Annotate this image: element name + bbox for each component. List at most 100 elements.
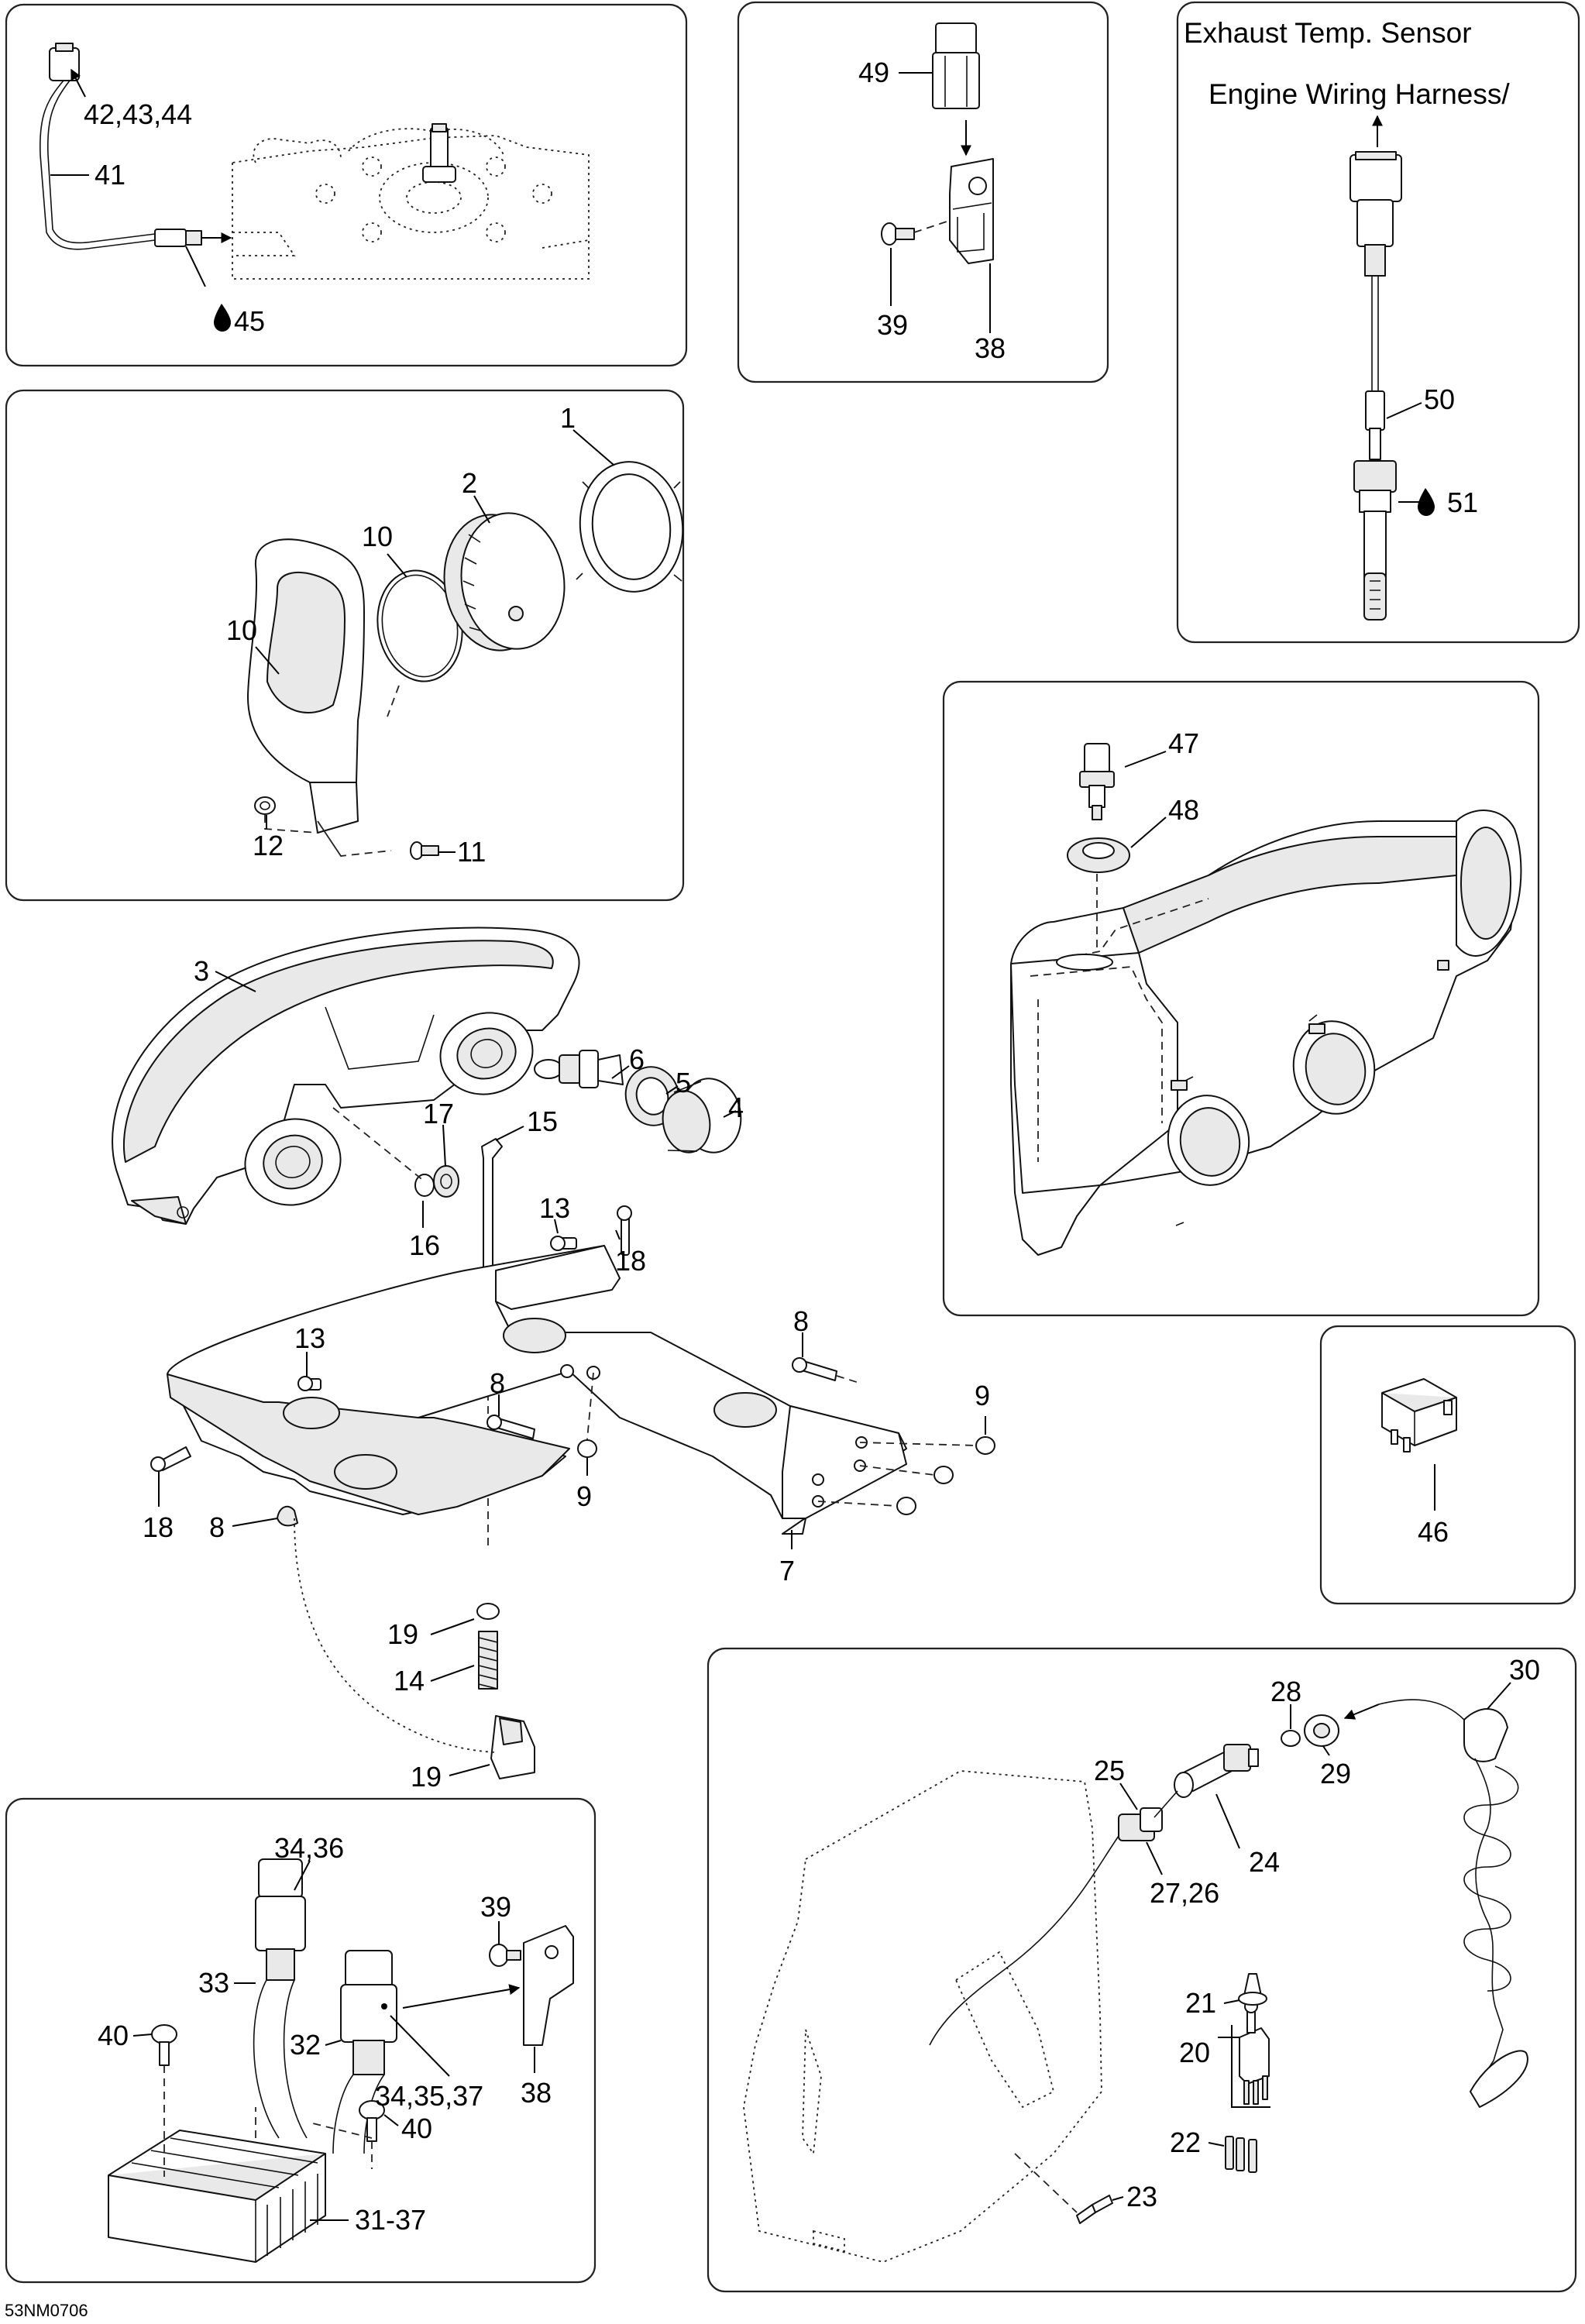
connector-49 [932,22,980,109]
callout-38-bottom: 38 [521,2077,552,2109]
callout-51: 51 [1447,486,1478,518]
temp-sensor-47 [1079,743,1115,820]
leader-20 [1218,2025,1270,2108]
callout-40-a: 40 [98,2020,129,2051]
adjuster-rod-15 [481,1138,503,1271]
panel-voltage-regulator [5,1797,597,2284]
callout-41: 41 [95,159,125,191]
panel-airbox [942,680,1540,1317]
sealant-drop-icon [214,304,231,332]
leader-10a [387,553,407,578]
panel-relay [1319,1325,1576,1605]
callout-18-a: 18 [615,1245,646,1277]
callout-8-b: 8 [490,1367,505,1399]
dess-connector-27 [1118,1807,1163,1841]
adjuster-knob-spring [476,1603,535,1779]
callout-39-bottom: 39 [480,1891,511,1923]
leader-34-36 [294,1860,311,1891]
callout-3: 3 [194,955,209,987]
bolts-13-8-18 [150,1205,837,1527]
callout-6: 6 [629,1043,645,1075]
callout-17: 17 [423,1098,454,1129]
callout-10-a: 10 [362,521,393,552]
dess-wire [929,1790,1178,2046]
leader-1 [572,429,614,466]
leader-14 [430,1665,475,1682]
leader-40b [383,2114,399,2126]
voltage-regulator-31 [108,2130,326,2263]
callout-22: 22 [1170,2126,1201,2158]
airbox-housing [1010,810,1522,1256]
callout-38-top: 38 [975,332,1006,364]
exhaust-temp-sensor-heading: Exhaust Temp. Sensor [1184,17,1472,49]
callout-9-a: 9 [975,1380,990,1411]
callout-25: 25 [1094,1755,1125,1786]
figure-code: 53NM0706 [5,2301,88,2320]
panel-exhaust-temp-sensor [1176,1,1580,644]
callout-47: 47 [1168,727,1199,759]
relay-46 [1381,1378,1457,1452]
leader-18a [615,1229,621,1240]
leader-30 [1487,1682,1511,1710]
callout-8-a: 8 [793,1305,809,1337]
callout-34-36: 34,36 [274,1832,344,1864]
dess-post-24 [1174,1744,1259,1798]
leader-48 [1130,816,1167,848]
exhaust-temp-sensor-41 [39,43,232,250]
leader-22 [1208,2142,1225,2147]
callout-11: 11 [457,836,486,868]
panel-exhaust-sensor-engine [5,3,688,367]
leader-21 [1223,1999,1240,2004]
leader-45 [185,246,206,287]
washer-28-nut-29 [1281,1714,1339,1747]
callout-30: 30 [1509,1654,1540,1686]
callout-48: 48 [1168,794,1199,826]
callout-8-c: 8 [209,1511,225,1543]
callout-21: 21 [1185,1987,1216,2019]
panel-headlight-bulb [5,389,685,902]
callout-12: 12 [253,830,284,861]
leader-50 [1386,402,1422,419]
leader-2 [473,495,490,524]
screw-23 [1076,2195,1113,2224]
guide-lines-regulator [163,2065,373,2177]
callout-15: 15 [527,1105,558,1137]
lamp-housing-2 [443,512,566,651]
leader-15 [495,1126,524,1141]
bracket-38-bottom [523,1925,574,2046]
panel-connector [737,1,1109,383]
screw-39-bottom [489,1944,521,1967]
nuts-9 [577,1436,995,1515]
engine-wiring-harness-heading: Engine Wiring Harness/ [1209,78,1510,110]
callout-49: 49 [858,57,889,88]
leader-24 [1215,1793,1240,1849]
bulb-6 [534,1050,624,1088]
connector-33 [253,1858,308,2139]
leader-10b [255,646,280,675]
callout-14: 14 [394,1665,425,1697]
dash-panel-outline [743,1770,1102,2263]
leader-6 [611,1065,630,1079]
rubber-cap-4 [662,1078,742,1153]
callout-28: 28 [1270,1676,1301,1707]
callout-7: 7 [779,1555,795,1587]
callout-24: 24 [1249,1846,1280,1878]
guide-lines-bezel [264,685,400,857]
leader-3 [215,971,256,992]
callout-4: 4 [728,1092,744,1123]
spark-plug-top [422,123,456,183]
leader-17 [442,1124,446,1167]
leader-4 [723,1110,737,1118]
callout-31-37: 31-37 [355,2204,426,2236]
leader-29 [1322,1745,1330,1756]
grommet-48 [1067,837,1130,873]
screw-11 [410,841,439,860]
arrow-32-to-38 [402,1984,521,2009]
retaining-ring-1 [576,461,684,593]
callout-50: 50 [1424,383,1455,415]
headlight-housing-3 [112,927,580,1225]
connector-32 [332,1950,397,2154]
engine-head-illustration [232,128,590,280]
callout-39-top: 39 [877,309,908,341]
